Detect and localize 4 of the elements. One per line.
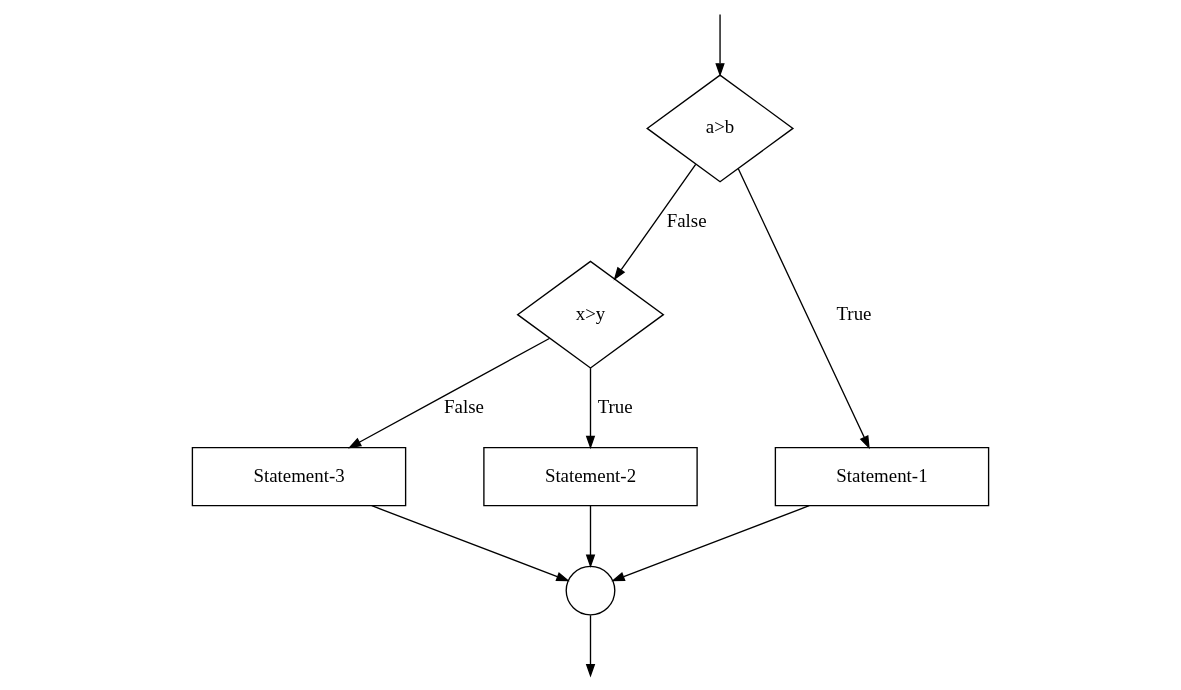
edge-label: True [597,395,633,417]
edge-label: True [836,302,872,324]
edge-label: False [666,209,707,231]
edge-label: False [444,395,484,417]
